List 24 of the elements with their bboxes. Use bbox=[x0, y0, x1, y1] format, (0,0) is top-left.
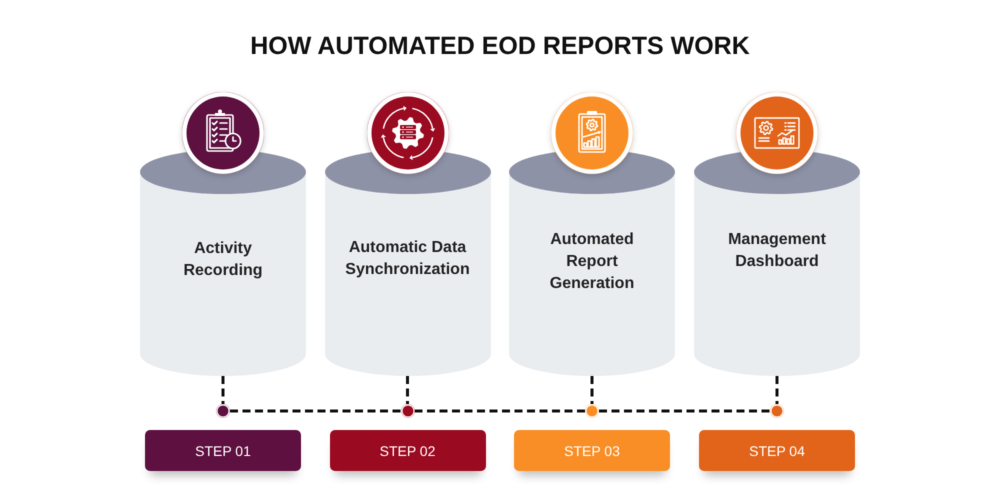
step-title: Automated Report Generation bbox=[548, 230, 636, 294]
step-title: Management Dashboard bbox=[727, 230, 827, 272]
connector-dot bbox=[770, 404, 784, 418]
step-tag bbox=[699, 430, 855, 471]
dashed-connector bbox=[590, 376, 594, 404]
step-tag bbox=[514, 430, 670, 471]
step-tag bbox=[330, 430, 486, 471]
step-number: STEP 03 bbox=[564, 442, 620, 458]
connector-dot bbox=[400, 404, 414, 418]
step-number: STEP 01 bbox=[195, 442, 251, 458]
step-number: STEP 02 bbox=[380, 442, 436, 458]
dashed-connector bbox=[230, 410, 400, 412]
step-title: Activity Recording bbox=[182, 239, 264, 281]
step-title: Automatic Data Synchronization bbox=[344, 238, 471, 280]
step-number: STEP 04 bbox=[749, 442, 805, 458]
step-tag bbox=[145, 430, 301, 471]
connector-dot bbox=[216, 404, 230, 418]
dashed-connector bbox=[406, 376, 409, 404]
dashed-connector bbox=[776, 376, 778, 404]
dashed-connector bbox=[414, 410, 585, 412]
dashed-connector bbox=[222, 376, 224, 404]
connector-dot bbox=[585, 404, 599, 418]
dashed-connector bbox=[599, 410, 770, 412]
diagram-title: HOW AUTOMATED EOD REPORTS WORK bbox=[250, 32, 750, 61]
